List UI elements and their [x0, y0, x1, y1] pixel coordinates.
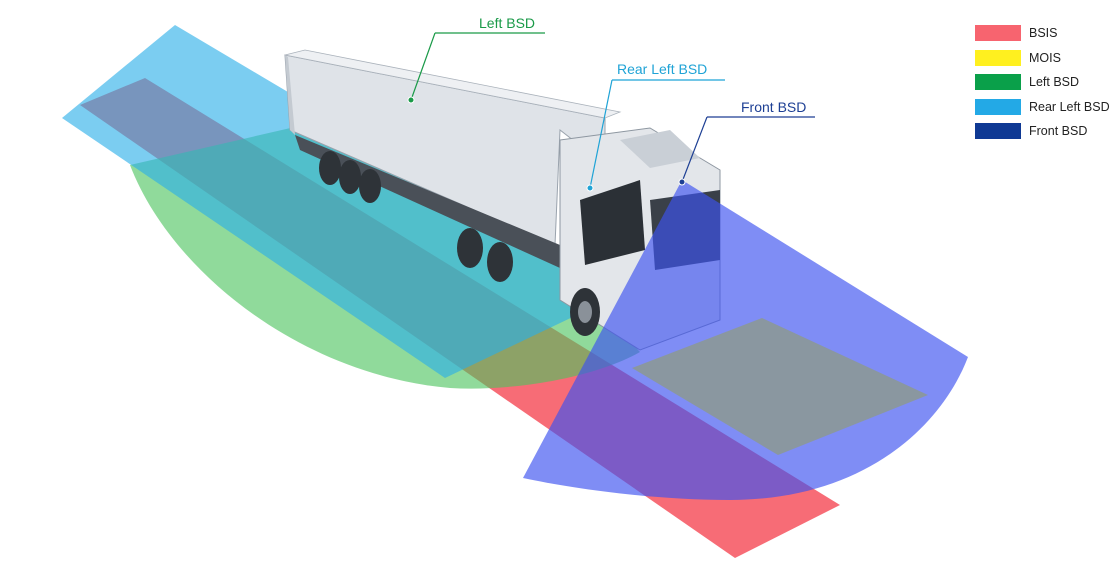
legend-item-rear-left-bsd: Rear Left BSD [975, 95, 1110, 120]
legend-item-left-bsd: Left BSD [975, 70, 1110, 95]
legend-item-mois: MOIS [975, 46, 1110, 71]
legend-label-bsis: BSIS [1029, 26, 1058, 41]
rear-left-bsd-callout: Rear Left BSD [586, 61, 725, 192]
mois-zone [632, 318, 928, 455]
left-bsd-label: Left BSD [479, 15, 535, 31]
legend-label-mois: MOIS [1029, 50, 1061, 65]
legend-label-left-bsd: Left BSD [1029, 75, 1080, 90]
front-bsd-callout: Front BSD [678, 99, 815, 186]
legend-item-bsis: BSIS [975, 21, 1110, 46]
legend-swatch-bsis [975, 25, 1021, 42]
rear-left-bsd-label: Rear Left BSD [617, 61, 707, 77]
left-bsd-callout: Left BSD [407, 15, 545, 104]
legend-swatch-rear-left-bsd [975, 98, 1021, 115]
legend-label-front-bsd: Front BSD [1029, 124, 1088, 139]
legend-item-front-bsd: Front BSD [975, 119, 1110, 144]
legend-label-rear-left-bsd: Rear Left BSD [1029, 99, 1110, 114]
legend-swatch-mois [975, 49, 1021, 66]
legend-swatch-front-bsd [975, 123, 1021, 140]
legend: BSIS MOIS Left BSD Rear Left BSD Front B… [975, 21, 1110, 144]
rear-left-bsd-zone [62, 25, 625, 378]
legend-swatch-left-bsd [975, 74, 1021, 91]
front-bsd-label: Front BSD [741, 99, 806, 115]
